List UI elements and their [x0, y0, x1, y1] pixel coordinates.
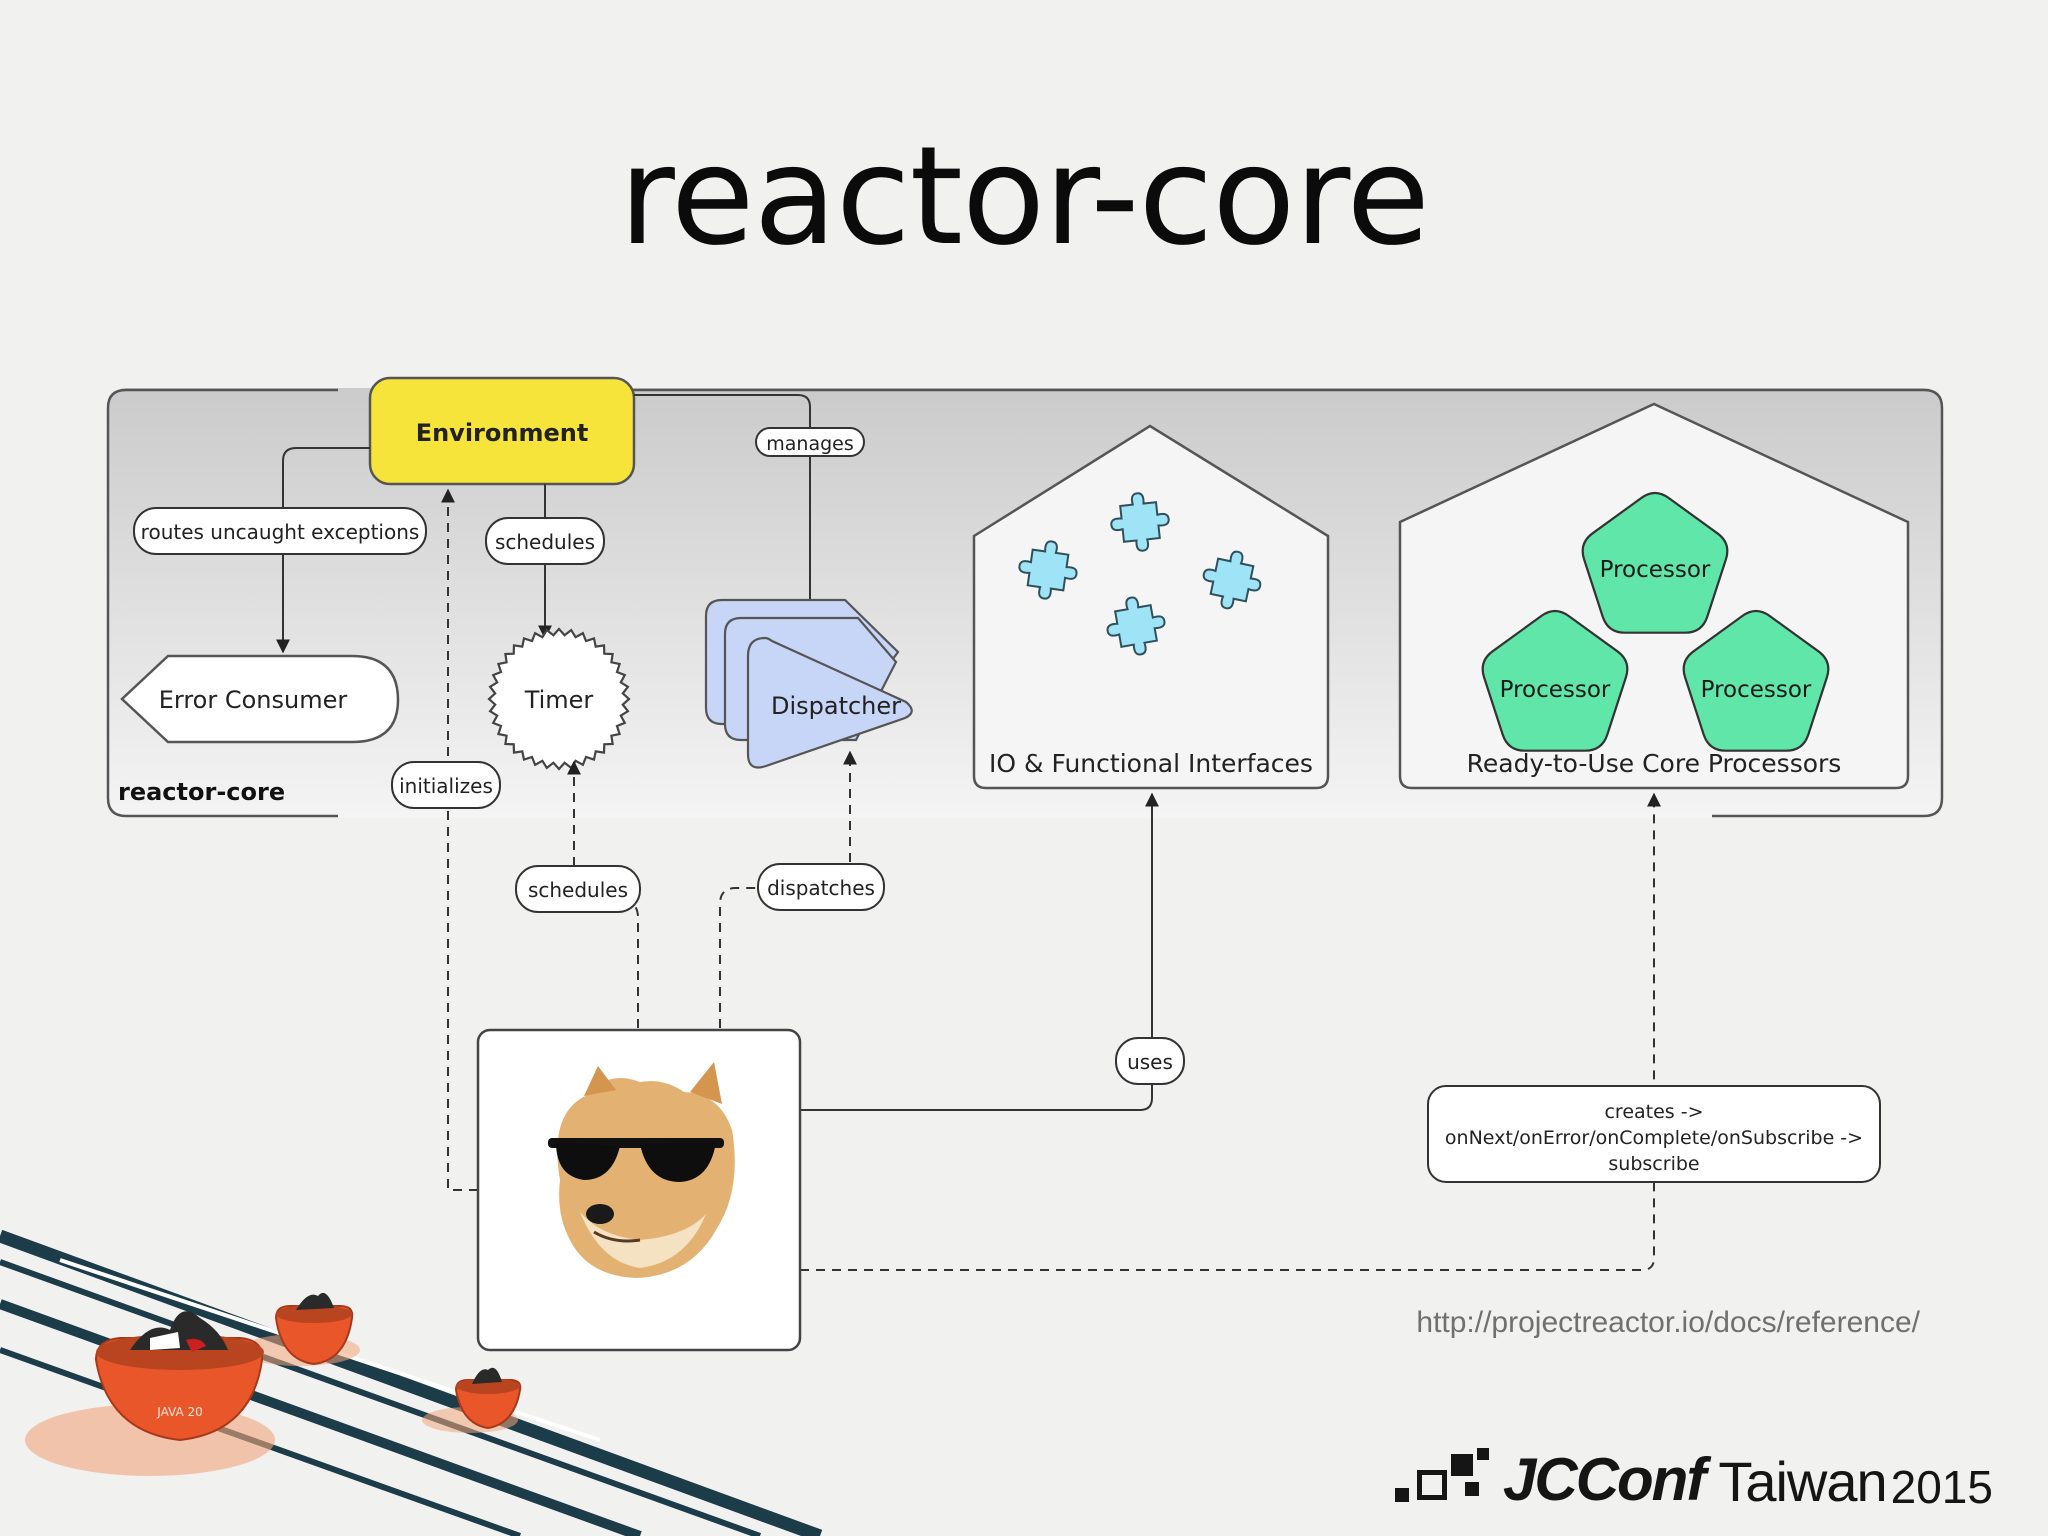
- svg-text:manages: manages: [766, 433, 854, 455]
- svg-text:uses: uses: [1127, 1050, 1173, 1074]
- routes-label: routes uncaught exceptions: [133, 507, 427, 555]
- svg-text:Ready-to-Use Core Processors: Ready-to-Use Core Processors: [1467, 749, 1842, 778]
- logo-primary: JCConf: [1503, 1446, 1706, 1513]
- reference-url[interactable]: http://projectreactor.io/docs/reference/: [1416, 1306, 1920, 1339]
- svg-text:schedules: schedules: [528, 878, 628, 902]
- logo-secondary: Taiwan: [1718, 1450, 1887, 1513]
- dispatches-edge: [719, 887, 756, 1028]
- schedules-bottom-edge: [612, 899, 639, 1028]
- logo-squares-icon: [1395, 1448, 1495, 1510]
- svg-text:JAVA 20: JAVA 20: [156, 1405, 203, 1419]
- processor-pentagon: Processor: [1682, 609, 1830, 752]
- logo-year: 2015: [1890, 1461, 1993, 1513]
- module-label: reactor-core: [118, 778, 285, 806]
- processor-pentagon: Processor: [1581, 491, 1729, 634]
- svg-text:Processor: Processor: [1701, 677, 1812, 703]
- svg-text:creates ->: creates ->: [1604, 1101, 1703, 1123]
- environment-node: Environment: [368, 376, 636, 486]
- svg-text:dispatches: dispatches: [767, 876, 875, 900]
- manages-edge: [634, 394, 817, 626]
- svg-text:subscribe: subscribe: [1608, 1153, 1699, 1175]
- initializes-label: initializes: [391, 761, 501, 809]
- doge-node: [476, 1028, 802, 1352]
- mascot-cup-icon: [274, 1292, 354, 1366]
- puzzle-piece: [1202, 550, 1262, 610]
- svg-text:Processor: Processor: [1500, 677, 1611, 703]
- jcconf-logo: JCConf Taiwan 2015: [1395, 1440, 1993, 1510]
- io-functional-node: IO & Functional Interfaces: [972, 424, 1330, 790]
- core-processors-node: Ready-to-Use Core Processors Processor P…: [1398, 402, 1910, 790]
- svg-text:Dispatcher: Dispatcher: [771, 692, 901, 720]
- routes-edge: [276, 447, 370, 654]
- svg-text:onNext/onError/onComplete/onSu: onNext/onError/onComplete/onSubscribe ->: [1445, 1127, 1863, 1149]
- svg-text:Processor: Processor: [1600, 557, 1711, 583]
- svg-text:initializes: initializes: [399, 774, 493, 798]
- svg-text:IO & Functional Interfaces: IO & Functional Interfaces: [989, 749, 1313, 778]
- error-consumer-node: Error Consumer: [120, 654, 400, 744]
- svg-text:Timer: Timer: [524, 686, 594, 714]
- svg-text:routes uncaught exceptions: routes uncaught exceptions: [141, 520, 420, 544]
- schedules-bottom-label: schedules: [515, 865, 641, 913]
- dispatches-label: dispatches: [757, 863, 885, 911]
- puzzle-piece: [1110, 492, 1170, 552]
- creates-edge: [800, 792, 1661, 1271]
- creates-label: creates -> onNext/onError/onComplete/onS…: [1427, 1085, 1881, 1183]
- schedules-top-label: schedules: [485, 517, 605, 565]
- uses-edge: [800, 792, 1159, 1111]
- puzzle-piece: [1018, 540, 1078, 600]
- processor-pentagon: Processor: [1481, 609, 1629, 752]
- initializes-edge: [441, 488, 478, 1191]
- svg-text:Error Consumer: Error Consumer: [159, 686, 348, 714]
- mascot-cup-icon: JAVA 20: [94, 1311, 264, 1442]
- slide-title: reactor-core: [618, 118, 1430, 276]
- environment-label: Environment: [416, 419, 589, 447]
- dispatcher-node: Dispatcher: [704, 598, 913, 769]
- timer-node: Timer: [487, 627, 631, 771]
- mascot-cup-icon: [454, 1367, 522, 1430]
- uses-label: uses: [1115, 1037, 1185, 1085]
- manages-label: manages: [755, 427, 865, 457]
- svg-text:schedules: schedules: [495, 530, 595, 554]
- puzzle-pieces-icon: [1018, 492, 1262, 656]
- doge-sunglasses-icon: [548, 1062, 735, 1278]
- puzzle-piece: [1106, 596, 1166, 656]
